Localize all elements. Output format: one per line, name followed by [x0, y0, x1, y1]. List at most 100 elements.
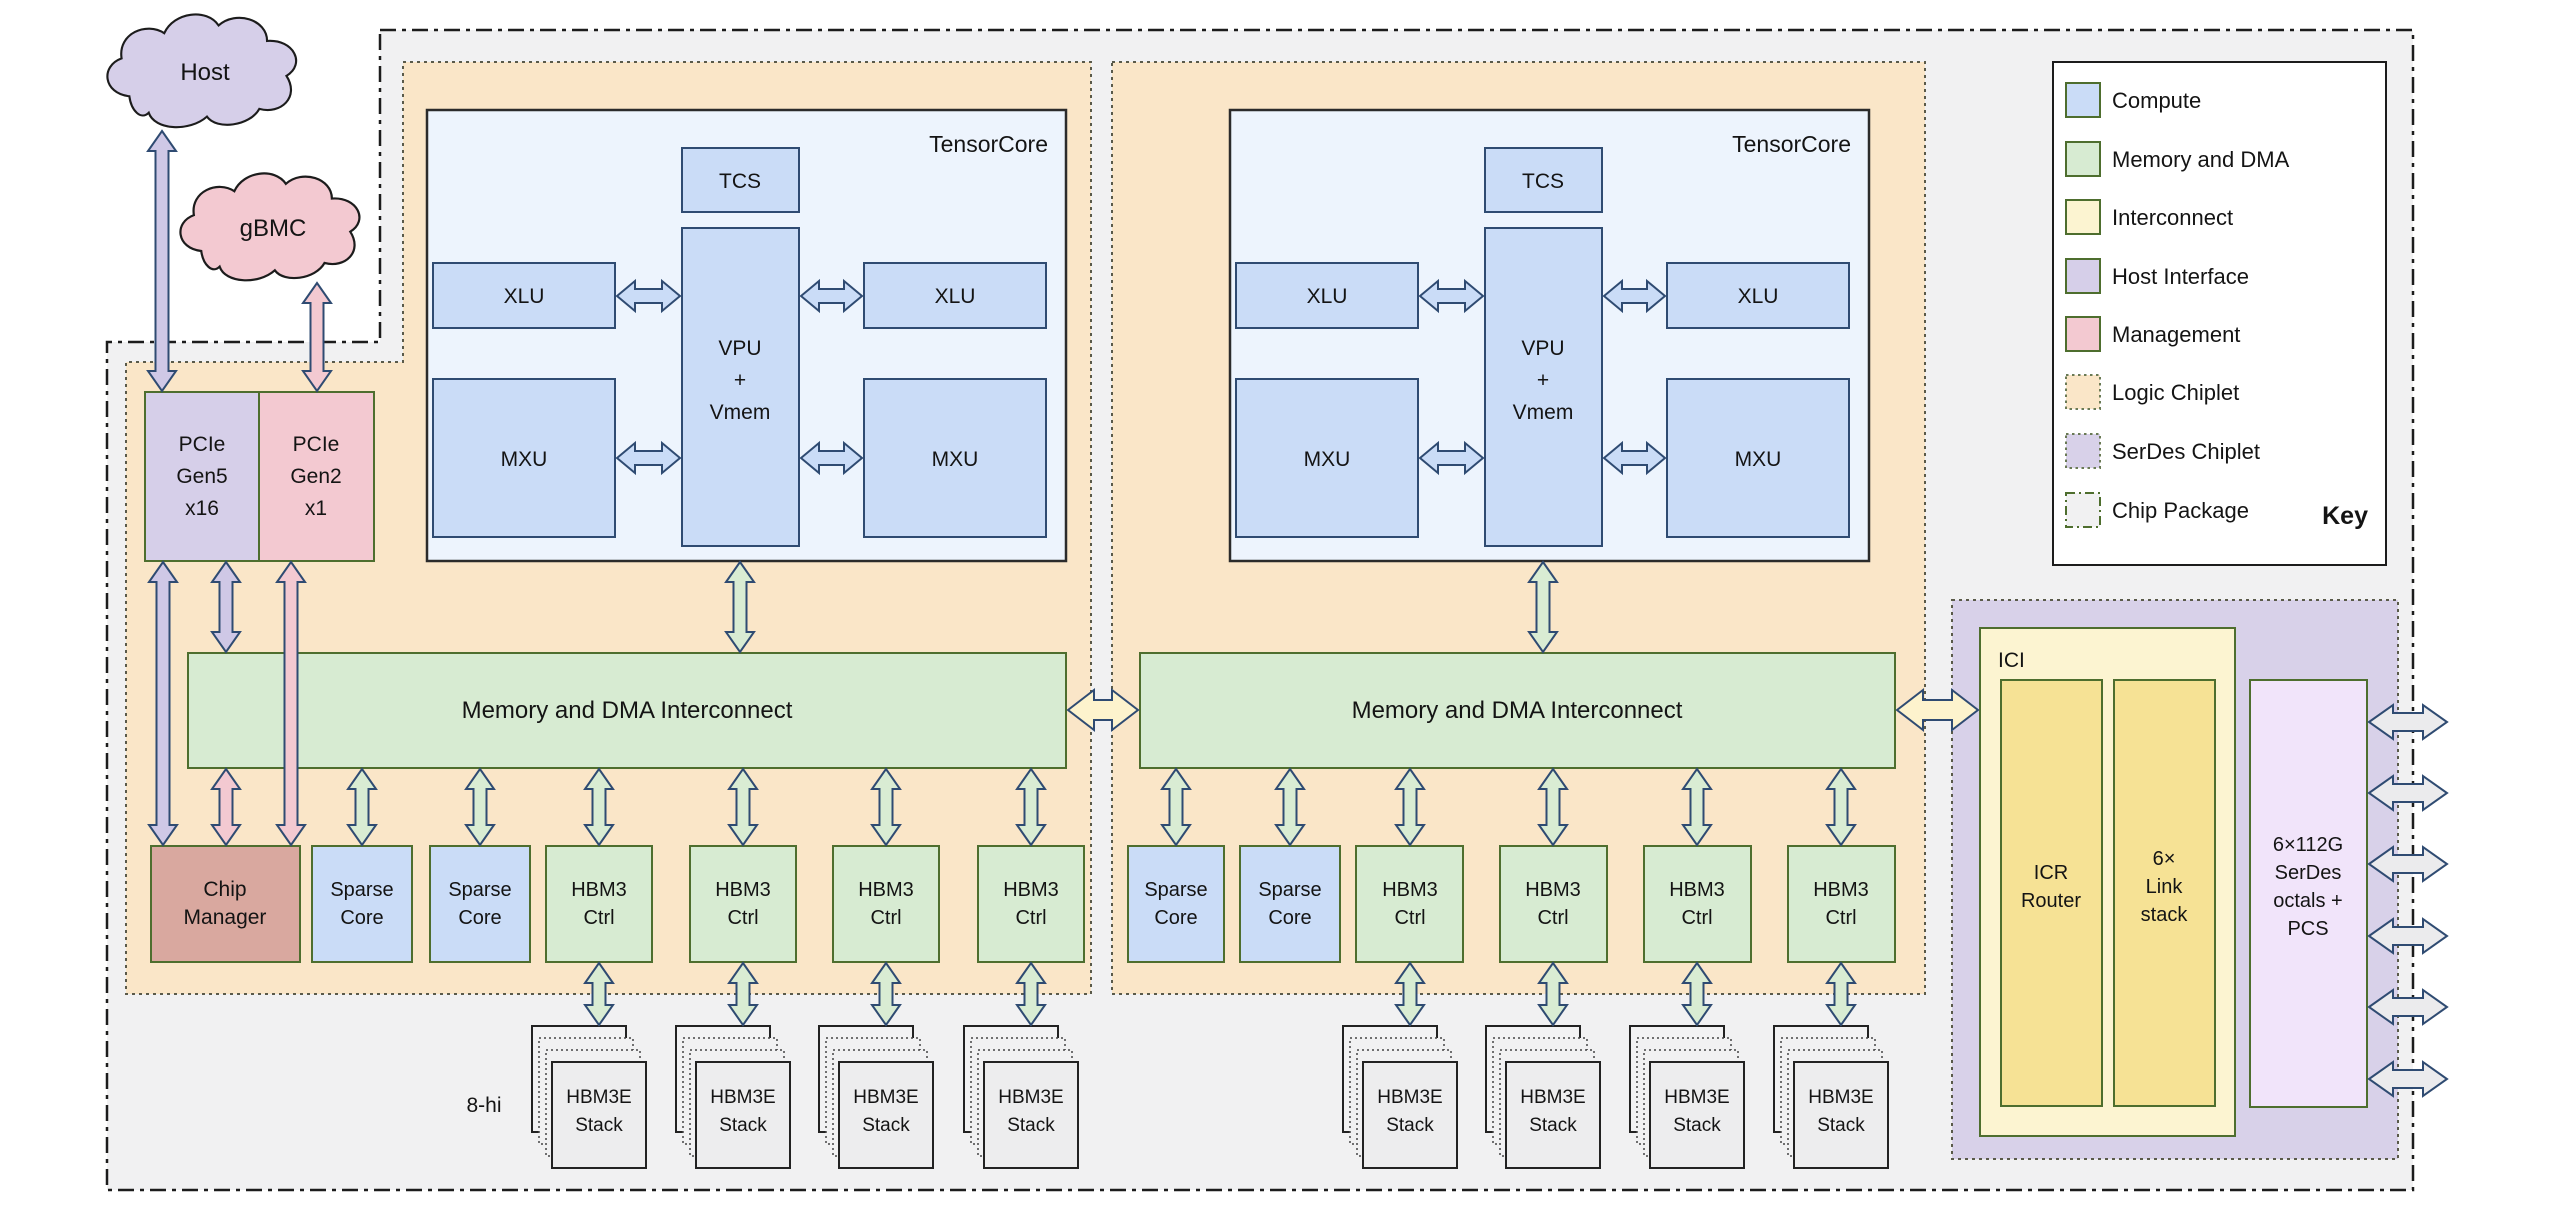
hbm3-ctrl-line1: HBM3: [858, 879, 914, 901]
arrow-pcie5-chip-manager: [147, 560, 179, 847]
hbm3-ctrl-box: [689, 845, 797, 963]
sparse-core-line2: Core: [1268, 907, 1311, 929]
sparse-core-line1: Sparse: [448, 879, 511, 901]
hbm3e-stack: HBM3E Stack: [1773, 1025, 1889, 1169]
tcs-label-2: TCS: [1522, 170, 1564, 193]
xlu-left-box-2: [1235, 262, 1419, 329]
sparse-core-line1: Sparse: [1144, 879, 1207, 901]
stack-label-line2: Stack: [1529, 1115, 1577, 1136]
arrow-serdes-link-4: [2367, 917, 2449, 955]
stack-label-line2: Stack: [1386, 1115, 1434, 1136]
key-box: [2052, 61, 2387, 566]
stack-label-line1: HBM3E: [1520, 1087, 1585, 1108]
arrow-interconnect2-hbm3: [1681, 767, 1713, 847]
ici-group: ICI ICR Router 6× Link stack 6×112G SerD…: [1979, 627, 2368, 1137]
interconnect-1-box: [187, 652, 1067, 769]
hbm3-ctrl-line2: Ctrl: [1537, 907, 1568, 929]
hbm3-ctrl-box: [1643, 845, 1752, 963]
arrow-interconnect2-sparse1: [1160, 767, 1192, 847]
hbm3-ctrl-line2: Ctrl: [583, 907, 614, 929]
stack-label-line1: HBM3E: [998, 1087, 1063, 1108]
arrow-gbmc-pcie2: [301, 281, 333, 393]
hbm3-ctrl-box: [977, 845, 1085, 963]
stack-label-line1: HBM3E: [1808, 1087, 1873, 1108]
arrow-xlu-vpu-left-tc2: [1418, 278, 1485, 314]
arrow-pcie5-interconnect1: [210, 560, 242, 654]
key-swatch-interconnect: [2065, 199, 2101, 235]
key-swatch-logic-chiplet: [2065, 374, 2101, 410]
tensorcore-1-label: TensorCore: [929, 131, 1048, 157]
hbm3-ctrl-line1: HBM3: [715, 879, 771, 901]
vpu-box-1: [681, 227, 800, 547]
hbm3-ctrl-line1: HBM3: [1382, 879, 1438, 901]
pcie-gen5-line2: Gen5: [176, 465, 227, 488]
arrow-xlu-vpu-left-tc1: [615, 278, 682, 314]
vpu-2-line3: Vmem: [1513, 401, 1574, 424]
hbm3-ctrl-line2: Ctrl: [1015, 907, 1046, 929]
hbm3e-stack: HBM3E Stack: [675, 1025, 791, 1169]
vpu-2-line2: +: [1537, 369, 1549, 392]
arrow-tensorcore1-interconnect1: [724, 560, 756, 654]
hbm3e-stacks: 8-hi HBM3E Stack HBM3E Stack HBM3E Stack: [466, 1025, 1889, 1169]
hbm3e-stack: HBM3E Stack: [818, 1025, 934, 1169]
hbm3-ctrl-line1: HBM3: [1525, 879, 1581, 901]
arrow-hbm1-stack1-c2: [1394, 961, 1426, 1027]
stack-label-line1: HBM3E: [1377, 1087, 1442, 1108]
hbm3e-stack: HBM3E Stack: [1342, 1025, 1458, 1169]
hbm3-ctrl-line2: Ctrl: [1394, 907, 1425, 929]
arrow-hbm4-stack4-c2: [1825, 961, 1857, 1027]
vpu-1-line3: Vmem: [710, 401, 771, 424]
link-stack-line2: Link: [2146, 876, 2184, 898]
arrow-interconnect1-hbm1: [583, 767, 615, 847]
mxu-right-label-1: MXU: [932, 448, 979, 471]
arrow-host-pcie5: [146, 129, 178, 393]
serdes-phy-box: [2249, 679, 2368, 1108]
arrow-serdes-link-3: [2367, 845, 2449, 883]
pcie-gen2-line3: x1: [305, 497, 327, 520]
key-label-interconnect: Interconnect: [2112, 205, 2233, 230]
stack-label-line1: HBM3E: [1664, 1087, 1729, 1108]
arrow-serdes-link-2: [2367, 774, 2449, 812]
arrow-vpu-xlu-right-tc1: [799, 278, 864, 314]
sparse-core-line2: Core: [1154, 907, 1197, 929]
key-label-memory-dma: Memory and DMA: [2112, 147, 2290, 172]
sparse-core-box: [1239, 845, 1341, 963]
xlu-right-box-1: [863, 262, 1047, 329]
key-swatch-chip-package: [2065, 492, 2101, 528]
stack-layer-front: [1362, 1061, 1458, 1169]
key-swatch-serdes-chiplet: [2065, 433, 2101, 469]
host-interface-group: PCIe Gen5 x16 PCIe Gen2 x1 Chip Manager: [144, 391, 375, 963]
key-title: Key: [2322, 502, 2368, 530]
stack-label-line2: Stack: [1673, 1115, 1721, 1136]
tensorcore-2-label: TensorCore: [1732, 131, 1851, 157]
hbm3-ctrl-box: [545, 845, 653, 963]
arrow-interconnect1-hbm4: [1015, 767, 1047, 847]
key-swatch-memory-dma: [2065, 141, 2101, 177]
vpu-box-2: [1484, 227, 1603, 547]
hbm3-ctrl-line1: HBM3: [1003, 879, 1059, 901]
sparse-core-line2: Core: [340, 907, 383, 929]
pcie-gen5-line1: PCIe: [179, 433, 226, 456]
hbm3-ctrl-line2: Ctrl: [1825, 907, 1856, 929]
stack-label-line1: HBM3E: [853, 1087, 918, 1108]
chiplet1-bottom-row: Sparse Core Sparse Core HBM3 Ctrl HBM3 C…: [311, 845, 1085, 963]
arrow-hbm3-stack3-c1: [870, 961, 902, 1027]
vpu-2-line1: VPU: [1521, 337, 1564, 360]
pcie-gen2-line1: PCIe: [293, 433, 340, 456]
stack-layer-front: [695, 1061, 791, 1169]
hbm3-ctrl-line2: Ctrl: [727, 907, 758, 929]
pcie-gen5-box: [144, 391, 260, 562]
stack-label-line2: Stack: [1817, 1115, 1865, 1136]
arrow-interconnect2-sparse2: [1274, 767, 1306, 847]
gbmc-cloud-label: gBMC: [240, 215, 307, 242]
mxu-right-label-2: MXU: [1735, 448, 1782, 471]
arrow-hbm2-stack2-c2: [1537, 961, 1569, 1027]
arrow-tensorcore2-interconnect2: [1527, 560, 1559, 654]
stack-label-line2: Stack: [862, 1115, 910, 1136]
xlu-right-label-1: XLU: [935, 285, 976, 308]
stack-layer-front: [838, 1061, 934, 1169]
sparse-core-box: [429, 845, 531, 963]
mxu-right-box-2: [1666, 378, 1850, 538]
